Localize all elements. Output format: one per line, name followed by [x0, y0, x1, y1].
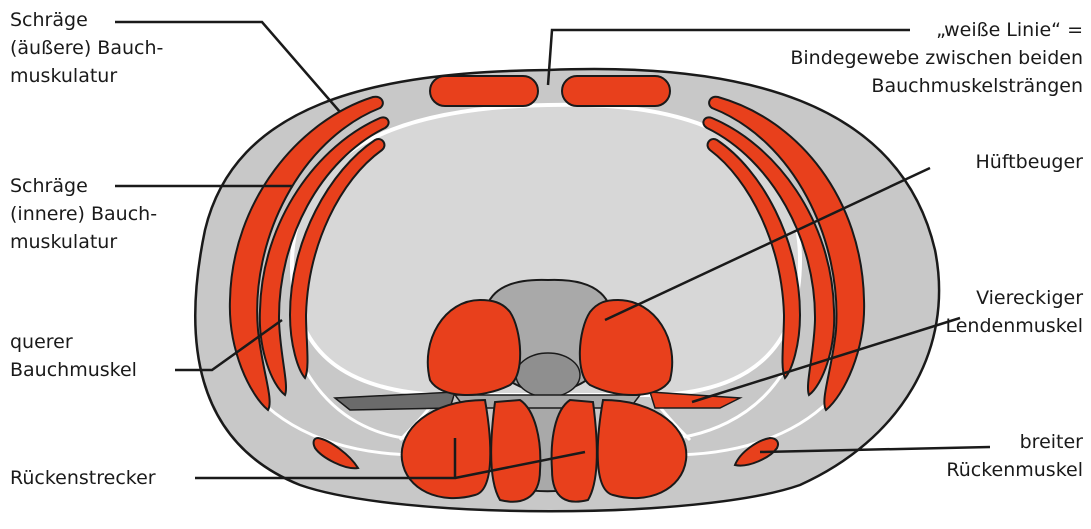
- label-line: Schräge: [10, 6, 163, 34]
- label-line: querer: [10, 328, 137, 356]
- label-line: Rückenmuskel: [946, 456, 1083, 484]
- label-line: Rückenstrecker: [10, 464, 156, 492]
- label-line: Hüftbeuger: [976, 148, 1084, 176]
- label-internal-oblique: Schräge (innere) Bauch- muskulatur: [10, 172, 157, 256]
- label-latissimus: breiter Rückenmuskel: [946, 428, 1083, 484]
- label-line: (innere) Bauch-: [10, 200, 157, 228]
- label-line: Viereckiger: [945, 284, 1083, 312]
- label-erector-spinae: Rückenstrecker: [10, 464, 156, 492]
- label-line: breiter: [946, 428, 1083, 456]
- rectus-right: [562, 76, 670, 106]
- label-line: Bauchmuskelsträngen: [790, 72, 1083, 100]
- label-line: (äußere) Bauch-: [10, 34, 163, 62]
- spinal-canal: [516, 353, 580, 397]
- label-line: muskulatur: [10, 62, 163, 90]
- label-quadratus: Viereckiger Lendenmuskel: [945, 284, 1083, 340]
- label-line: Bindegewebe zwischen beiden: [790, 44, 1083, 72]
- label-line: muskulatur: [10, 228, 157, 256]
- label-line: Bauchmuskel: [10, 356, 137, 384]
- rectus-left: [430, 76, 538, 106]
- label-linea-alba: „weiße Linie“ = Bindegewebe zwischen bei…: [790, 16, 1083, 100]
- label-external-oblique: Schräge (äußere) Bauch- muskulatur: [10, 6, 163, 90]
- label-line: Schräge: [10, 172, 157, 200]
- label-line: Lendenmuskel: [945, 312, 1083, 340]
- label-line: „weiße Linie“ =: [790, 16, 1083, 44]
- label-transverse: querer Bauchmuskel: [10, 328, 137, 384]
- label-hip-flexor: Hüftbeuger: [976, 148, 1084, 176]
